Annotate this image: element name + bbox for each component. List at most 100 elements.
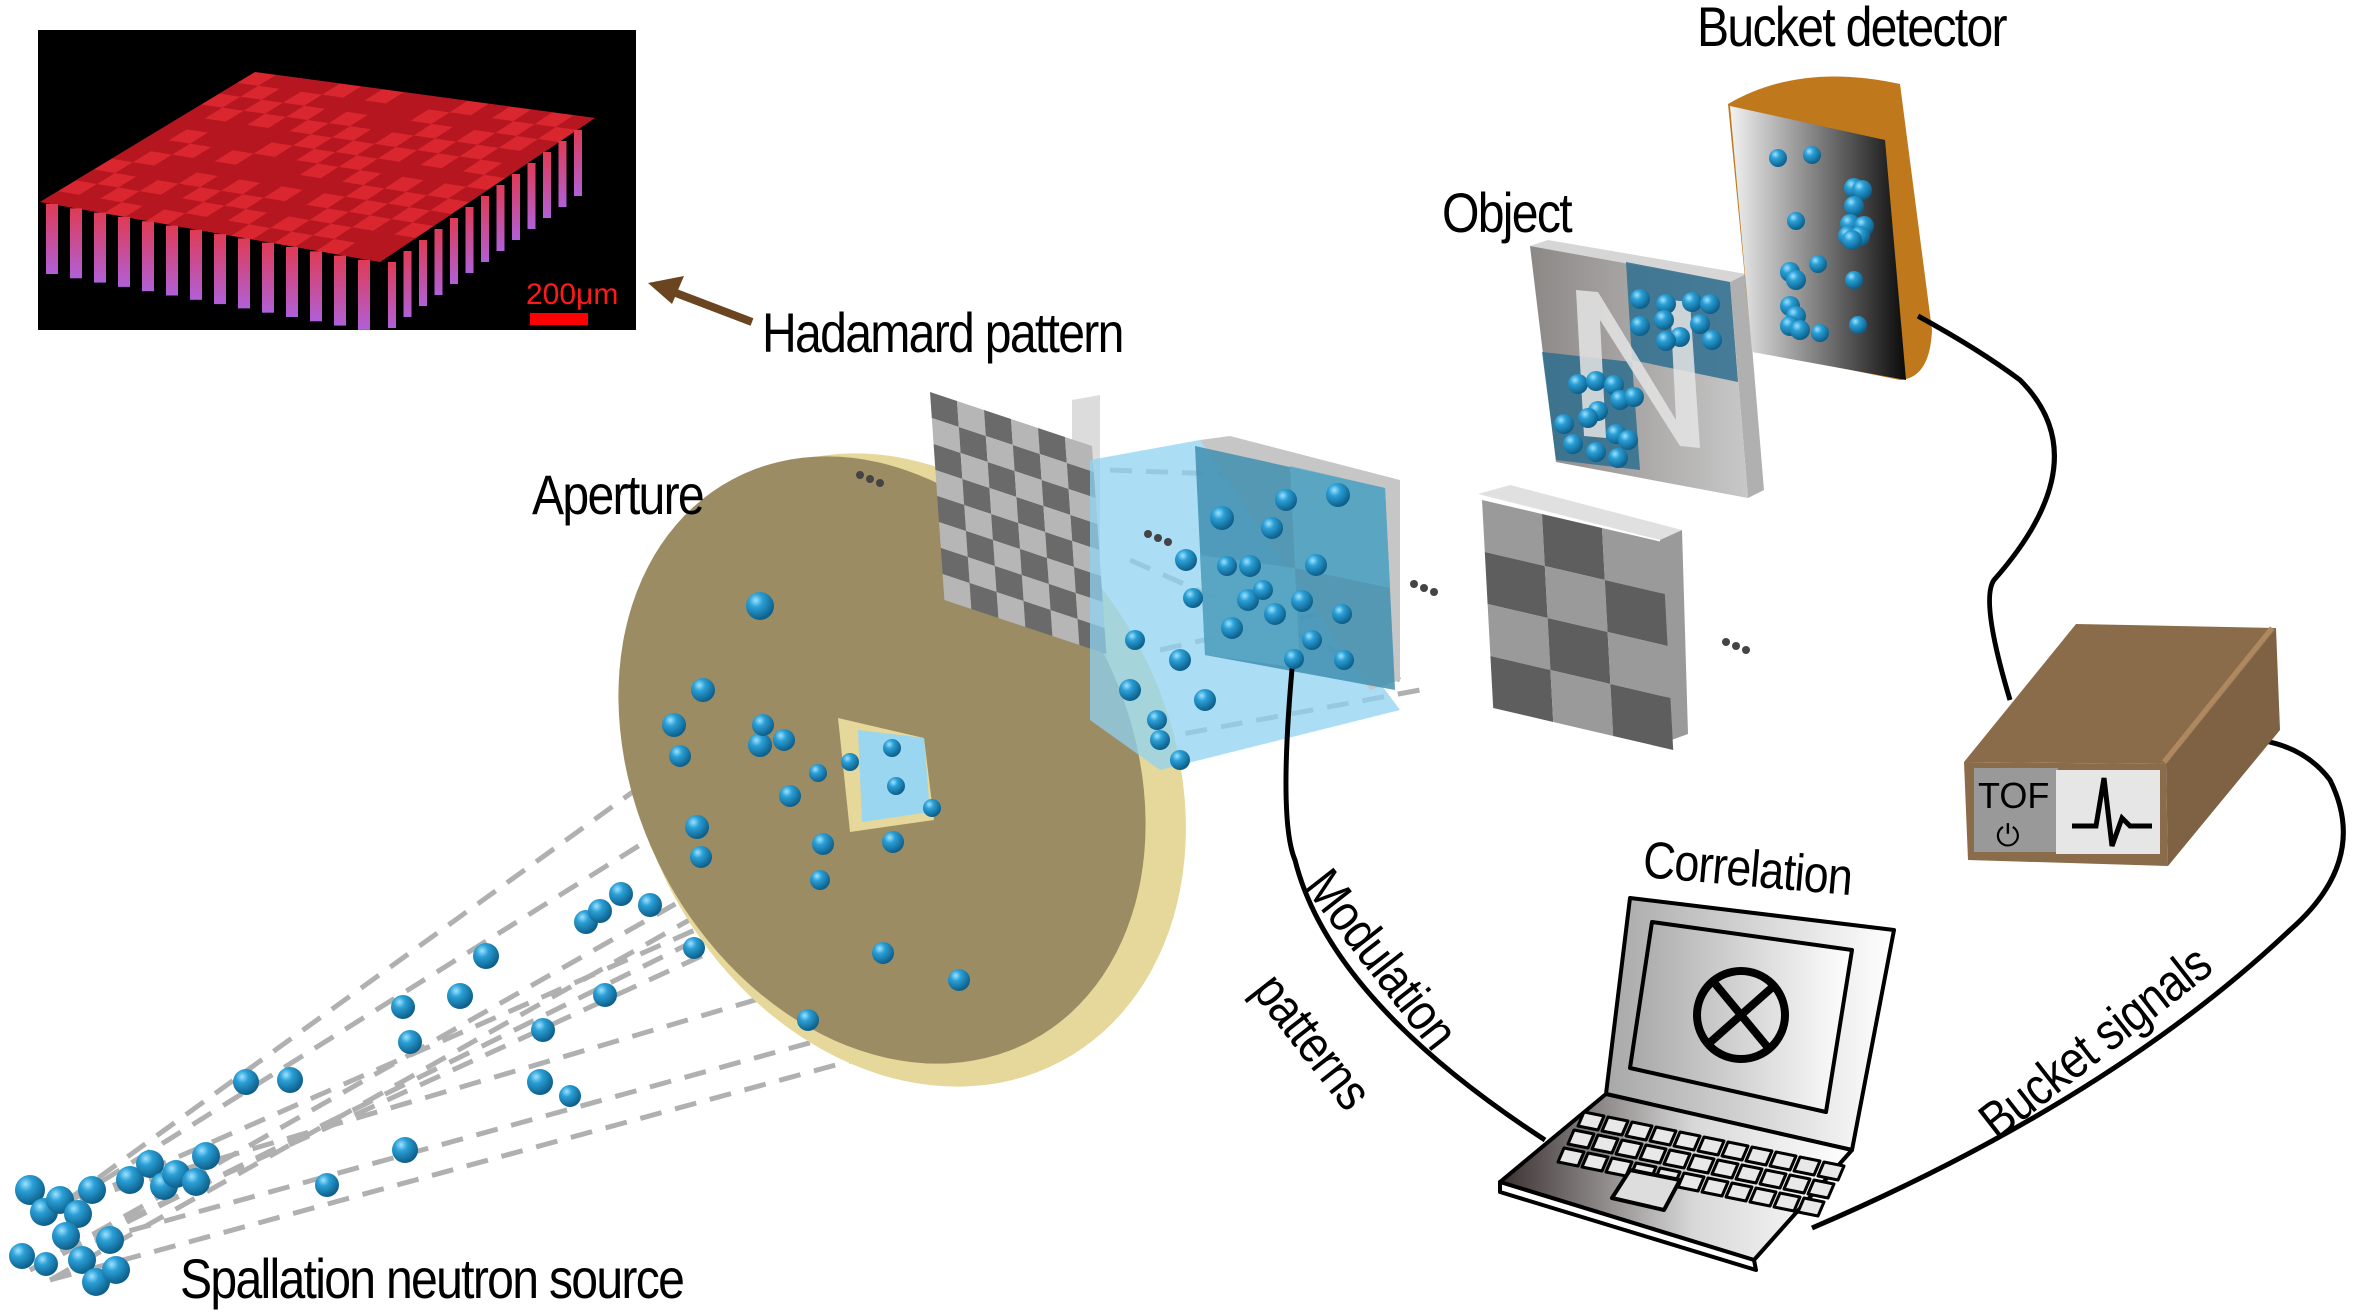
keyboard-key: [1624, 1120, 1654, 1142]
mask-cell: [381, 161, 421, 177]
mask-pillar: [512, 174, 520, 240]
keyboard-key: [1566, 1128, 1596, 1150]
checker-cell: [937, 496, 966, 531]
cable-detector-to-tof: [1916, 313, 2057, 701]
mask-pillar: [214, 234, 226, 305]
pulse-waveform-icon: [2072, 777, 2152, 847]
mask-pillar: [238, 238, 250, 309]
neutron-particle: [315, 1173, 339, 1197]
keyboard-key: [1806, 1178, 1836, 1200]
mask-cell: [250, 128, 290, 143]
neutron-particle: [1302, 630, 1322, 650]
mask-cell: [343, 86, 383, 101]
neutron-particle: [1563, 434, 1583, 454]
mask-pillar: [118, 216, 130, 287]
tof-label: TOF: [1978, 775, 2049, 816]
mask-cell: [154, 154, 194, 170]
neutron-particle: [68, 1246, 96, 1274]
neutron-particle: [1803, 146, 1821, 164]
neutron-particle: [773, 729, 795, 751]
neutron-particle: [1221, 617, 1243, 639]
mask-cell: [203, 190, 243, 206]
neutron-particle: [391, 995, 415, 1019]
neutron-particle: [1690, 314, 1710, 334]
keyboard-key: [1710, 1158, 1740, 1180]
mask-cell: [302, 178, 343, 194]
checker-cell: [1047, 558, 1076, 593]
mask-cell: [79, 183, 119, 199]
checker-cell: [1018, 523, 1047, 558]
keyboard-key: [1724, 1181, 1754, 1203]
mask-cell: [175, 157, 215, 173]
mask-cell: [115, 162, 155, 177]
neutron-particle: [9, 1243, 35, 1269]
mask-cell: [395, 135, 435, 151]
mask-cell: [325, 97, 365, 112]
mask-cell: [232, 139, 272, 154]
mask-cell: [480, 147, 520, 163]
cable-mask-to-laptop: [1283, 657, 1547, 1143]
mask-cell: [376, 234, 416, 250]
checker-cell: [1014, 471, 1044, 506]
checker-cell: [1547, 618, 1611, 684]
mask-cell: [207, 121, 248, 136]
neutron-particles: [9, 146, 1874, 1296]
mask-pillar: [334, 255, 346, 326]
mask-cell: [445, 171, 485, 187]
keyboard-key: [1700, 1176, 1730, 1198]
mask-cell: [271, 131, 311, 146]
checker-cell: [1065, 437, 1094, 472]
mask-cell: [373, 218, 413, 235]
checker-cell: [1020, 549, 1049, 584]
checker-cell: [1607, 632, 1671, 698]
mask-cell: [324, 181, 364, 197]
mask-pillars: [46, 130, 582, 330]
mask-cell: [370, 203, 410, 219]
checker-cell: [960, 453, 990, 488]
correlation-symbol-icon: [1693, 967, 1789, 1063]
mask-cell: [371, 117, 411, 133]
keyboard-key: [1590, 1133, 1620, 1155]
mask-cell: [210, 220, 250, 236]
neutron-particle: [1119, 679, 1141, 701]
neutron-particle: [1170, 750, 1190, 770]
keyboard-key: [1796, 1196, 1826, 1218]
mask-cell: [245, 197, 285, 213]
neutron-particle: [1264, 603, 1286, 625]
mask-cell: [225, 110, 265, 125]
label-aperture: Aperture: [532, 463, 705, 526]
cable-tof-to-laptop: [1811, 735, 2346, 1231]
neutron-particle: [78, 1176, 106, 1204]
checker-cell: [1602, 528, 1665, 594]
mask-pillar: [450, 218, 458, 284]
checker-cell: [1482, 500, 1545, 566]
cables: [1283, 313, 2346, 1231]
neutron-particle: [872, 942, 894, 964]
scale-bar: [530, 313, 588, 325]
mask-cell: [555, 115, 595, 130]
checker-cell: [1610, 684, 1674, 750]
mask-cell: [165, 115, 205, 130]
beam-path: [49, 1017, 1001, 1283]
mask-cell: [288, 204, 328, 220]
neutron-particle: [609, 882, 633, 906]
tof-electronics-box: TOF ⏻: [1964, 624, 2280, 866]
mask-pillar: [465, 207, 474, 273]
neutron-particle: [1210, 506, 1234, 530]
keyboard-key: [1648, 1125, 1678, 1147]
neutron-particle: [1656, 331, 1676, 351]
mask-cell: [423, 168, 463, 184]
neutron-particle: [392, 1137, 418, 1163]
mask-cell: [242, 182, 282, 198]
checker-cell: [1039, 454, 1069, 489]
checker-cell: [966, 531, 995, 566]
label-source: Spallation neutron source: [180, 1247, 685, 1310]
mask-cell: [484, 162, 524, 178]
mask-cell: [61, 194, 101, 210]
mask-cell: [385, 92, 425, 107]
mask-cell: [219, 82, 259, 97]
checker-cell: [1011, 419, 1040, 454]
neutron-particle: [779, 785, 801, 807]
neutron-particle: [748, 733, 772, 757]
